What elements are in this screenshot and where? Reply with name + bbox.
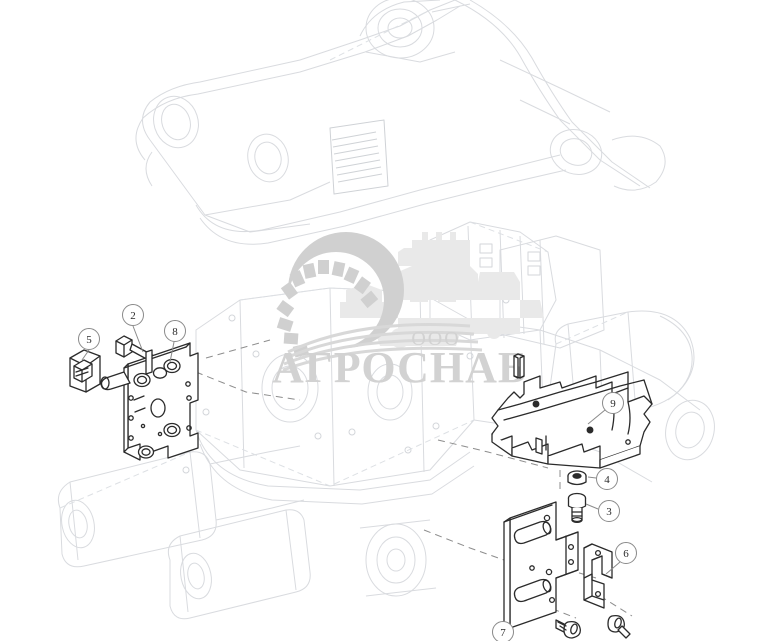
callout-2[interactable]: 2 — [122, 304, 144, 353]
callout-7[interactable]: 7 — [492, 621, 514, 641]
callout-9[interactable]: 9 — [587, 392, 624, 425]
callout-circle-4[interactable] — [596, 468, 618, 490]
callout-4[interactable]: 4 — [587, 468, 618, 490]
gear-sunrise-icon — [276, 232, 404, 358]
part-flange-bolt-3 — [567, 492, 587, 524]
callout-label-2: 2 — [130, 310, 136, 322]
callout-label-3: 3 — [606, 506, 612, 518]
part-angle-mount-bracket-7 — [503, 501, 579, 633]
part-washer-4 — [567, 470, 587, 486]
part-long-slotted-bar-bracket-9 — [491, 353, 653, 469]
watermark-company-name: АГРОСНАБ — [272, 343, 528, 392]
callout-circle-8[interactable] — [164, 320, 186, 342]
callout-3[interactable]: 3 — [585, 500, 620, 522]
watermark-company-form: ООО — [411, 328, 460, 350]
callout-circle-6[interactable] — [615, 542, 637, 564]
callout-label-8: 8 — [172, 326, 178, 338]
callout-group: 2 5 8 9 4 3 — [78, 304, 637, 641]
part-mounting-plate-bracket-8 — [100, 342, 199, 461]
callout-circle-9[interactable] — [602, 392, 624, 414]
callout-8[interactable]: 8 — [164, 320, 186, 363]
callout-6[interactable]: 6 — [605, 542, 637, 575]
part-small-u-clip-bracket-6 — [583, 543, 613, 609]
part-hex-bushing-nut-5 — [69, 349, 101, 393]
callout-label-4: 4 — [604, 474, 610, 486]
part-flange-bolt-lower-1b — [607, 614, 631, 639]
callout-label-7: 7 — [500, 627, 506, 639]
part-flange-bolt-lower-1a — [555, 619, 581, 639]
callout-circle-2[interactable] — [122, 304, 144, 326]
callout-5[interactable]: 5 — [78, 328, 100, 361]
callout-label-5: 5 — [86, 334, 92, 346]
callout-circle-5[interactable] — [78, 328, 100, 350]
callout-circle-3[interactable] — [598, 500, 620, 522]
callout-label-9: 9 — [610, 398, 616, 410]
callout-label-6: 6 — [623, 548, 629, 560]
callout-circle-7[interactable] — [492, 621, 514, 641]
